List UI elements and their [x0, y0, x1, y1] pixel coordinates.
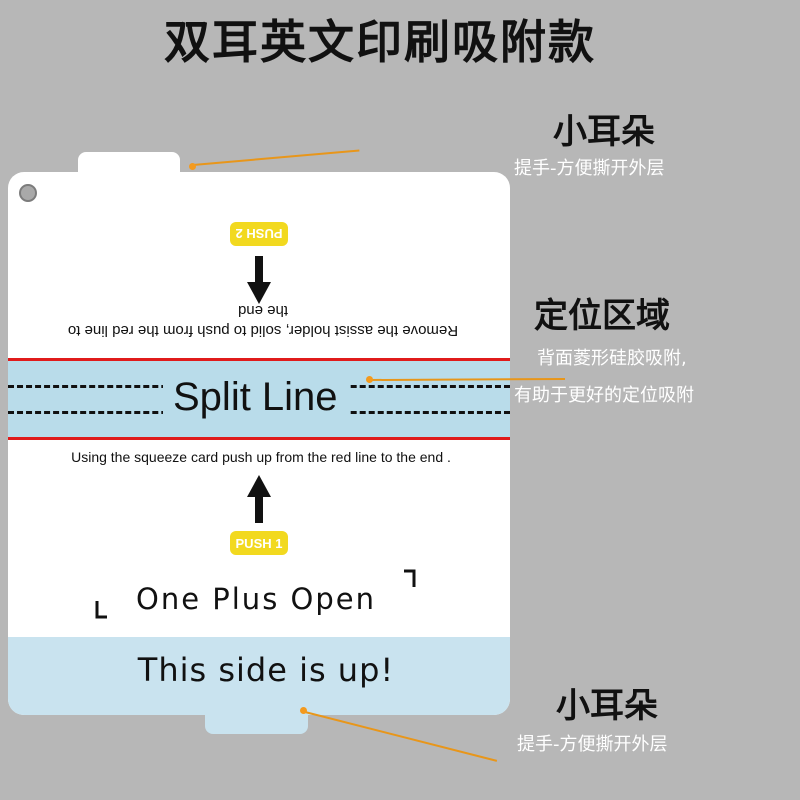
- top-ear-leader-dot: [189, 163, 196, 170]
- split-line-label: Split Line: [163, 375, 348, 420]
- page-title: 双耳英文印刷吸附款: [164, 15, 596, 69]
- arrow-up-icon: [247, 475, 271, 523]
- bottom-ear-leader-dot: [300, 707, 307, 714]
- upside-down-instruction: Remove the assist holder, solid to push …: [67, 302, 459, 339]
- corner-mark-top-right-icon: [404, 569, 416, 587]
- positioning-callout-line1: 背面菱形硅胶吸附,: [537, 348, 687, 369]
- corner-mark-bottom-left-icon: [95, 601, 107, 619]
- bottom-ear-callout-sub: 提手-方便撕开外层: [517, 734, 668, 755]
- film-card: PUSH 2 Remove the assist holder, solid t…: [8, 172, 510, 715]
- push-instruction: Using the squeeze card push up from the …: [71, 449, 451, 465]
- positioning-band: Split Line: [8, 358, 510, 440]
- positioning-callout-title: 定位区域: [534, 296, 670, 336]
- bottom-ear-callout-title: 小耳朵: [556, 686, 658, 726]
- bottom-ear-leader-line: [304, 711, 498, 762]
- top-ear-leader-line: [192, 149, 360, 166]
- positioning-leader-dot: [366, 376, 373, 383]
- positioning-callout-line2: 有助于更好的定位吸附: [514, 385, 694, 406]
- hang-hole-icon: [19, 184, 37, 202]
- bottom-panel: This side is up!: [8, 637, 510, 715]
- top-ear-callout-title: 小耳朵: [553, 112, 655, 152]
- model-name: One Plus Open: [136, 582, 376, 616]
- arrow-down-icon: [247, 256, 271, 304]
- push2-badge: PUSH 2: [230, 222, 288, 246]
- side-up-label: This side is up!: [137, 651, 395, 689]
- top-ear-callout-sub: 提手-方便撕开外层: [514, 158, 665, 179]
- push1-badge: PUSH 1: [230, 531, 288, 555]
